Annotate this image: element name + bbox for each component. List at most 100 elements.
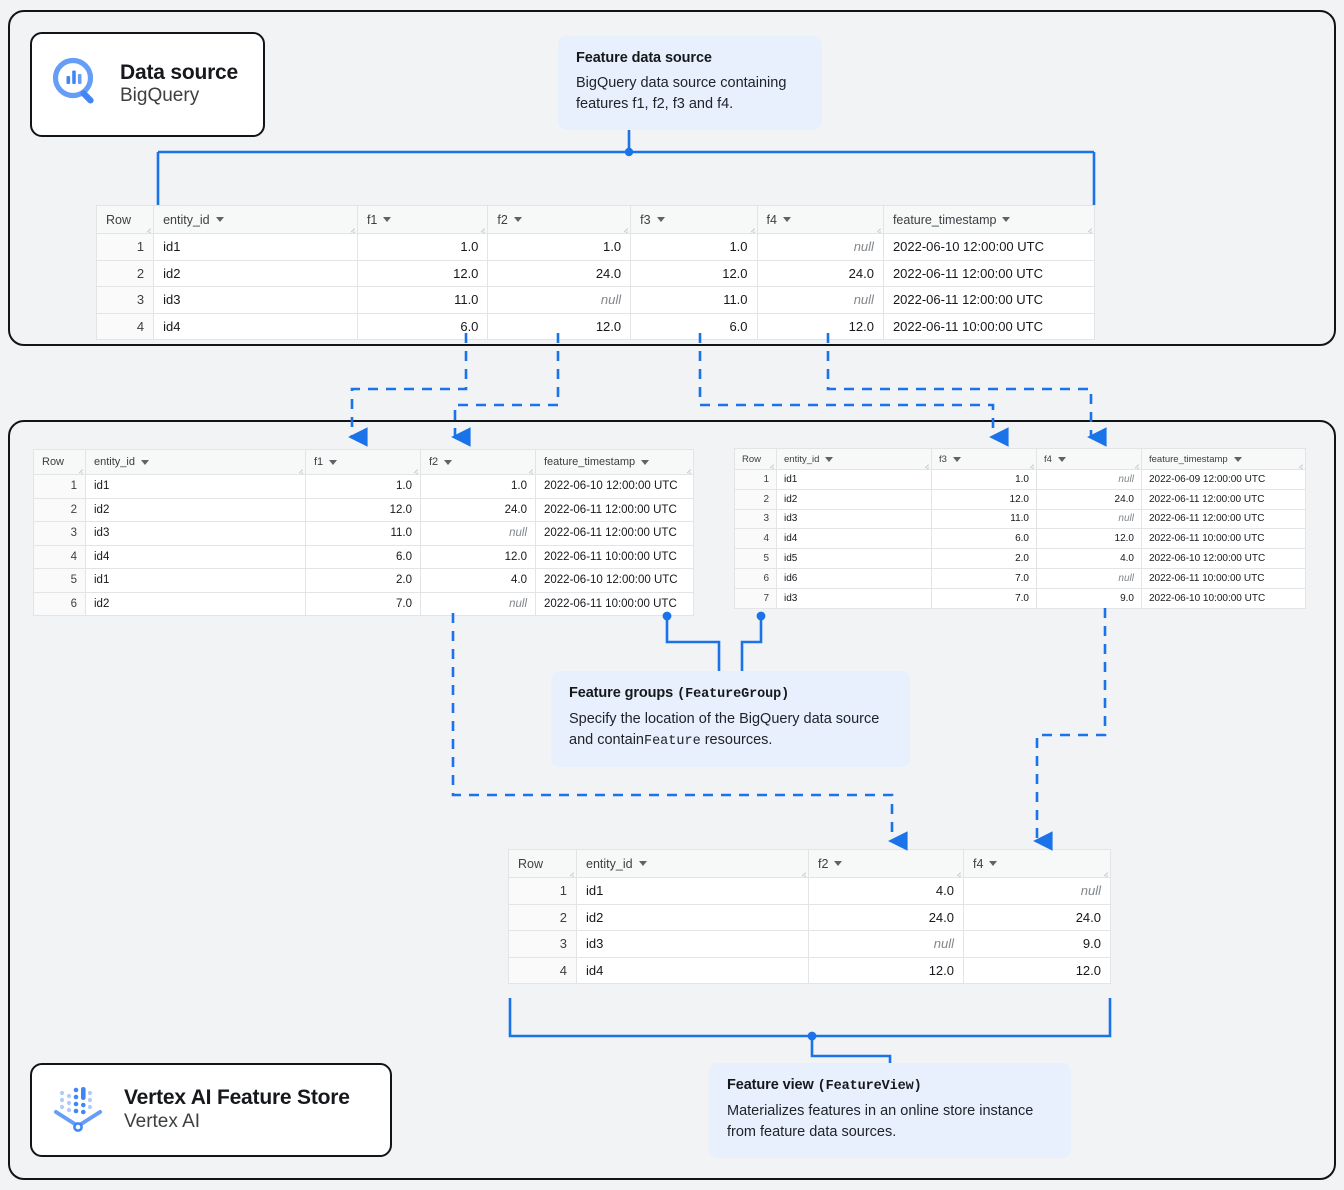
column-header-row[interactable]: Row <box>95 205 155 234</box>
cell-f4: null <box>756 286 884 314</box>
column-header-f2[interactable]: f2 <box>487 205 632 234</box>
column-resize-handle-icon[interactable] <box>746 223 755 233</box>
column-header-row[interactable]: Row <box>508 849 577 878</box>
chevron-down-icon[interactable] <box>989 861 998 866</box>
column-resize-handle-icon[interactable] <box>294 464 303 474</box>
cell-f1: 1.0 <box>356 233 489 261</box>
chevron-down-icon[interactable] <box>140 459 149 465</box>
column-header-f1[interactable]: f1 <box>305 449 421 475</box>
column-resize-handle-icon[interactable] <box>765 459 774 469</box>
column-header-label: f3 <box>939 453 947 465</box>
chevron-down-icon[interactable] <box>825 456 834 462</box>
column-header-entity_id[interactable]: entity_id <box>576 849 809 878</box>
column-header-entity_id[interactable]: entity_id <box>153 205 358 234</box>
chevron-down-icon[interactable] <box>656 217 665 222</box>
column-resize-handle-icon[interactable] <box>524 464 533 474</box>
cell-f4: 24.0 <box>1036 488 1142 510</box>
cell-f3: 2.0 <box>931 548 1037 569</box>
column-resize-handle-icon[interactable] <box>1083 223 1092 233</box>
column-header-f4[interactable]: f4 <box>963 849 1111 878</box>
chevron-down-icon[interactable] <box>1057 456 1066 462</box>
chevron-down-icon[interactable] <box>834 861 843 866</box>
column-resize-handle-icon[interactable] <box>1130 459 1139 469</box>
column-resize-handle-icon[interactable] <box>872 223 881 233</box>
column-header-feature_timestamp[interactable]: feature_timestamp <box>535 449 694 475</box>
column-header-f2[interactable]: f2 <box>420 449 536 475</box>
column-header-f4[interactable]: f4 <box>756 205 884 234</box>
chevron-down-icon[interactable] <box>638 861 647 866</box>
chevron-down-icon[interactable] <box>329 459 338 465</box>
cell-f4: 12.0 <box>963 956 1111 984</box>
cell-f2: null <box>808 930 964 958</box>
chevron-down-icon[interactable] <box>782 217 791 222</box>
column-resize-handle-icon[interactable] <box>346 223 355 233</box>
column-header-label: f2 <box>497 212 508 227</box>
column-header-row[interactable]: Row <box>734 448 777 470</box>
cell-row: 2 <box>33 497 86 522</box>
chevron-down-icon[interactable] <box>383 217 392 222</box>
column-resize-handle-icon[interactable] <box>619 223 629 233</box>
cell-feature_timestamp: 2022-06-10 12:00:00 UTC <box>535 474 694 499</box>
column-header-f1[interactable]: f1 <box>356 205 489 234</box>
null-value: null <box>509 527 527 540</box>
column-header-f3[interactable]: f3 <box>630 205 758 234</box>
column-resize-handle-icon[interactable] <box>1099 867 1108 877</box>
column-header-f4[interactable]: f4 <box>1036 448 1142 470</box>
chevron-down-icon[interactable] <box>952 456 961 462</box>
column-header-entity_id[interactable]: entity_id <box>776 448 932 470</box>
column-resize-handle-icon[interactable] <box>142 223 152 233</box>
cell-entity_id: id6 <box>776 567 932 589</box>
column-resize-handle-icon[interactable] <box>409 464 418 474</box>
column-header-feature_timestamp[interactable]: feature_timestamp <box>1141 448 1306 470</box>
column-resize-handle-icon[interactable] <box>797 867 806 877</box>
chevron-down-icon[interactable] <box>1002 217 1011 222</box>
chevron-down-icon[interactable] <box>215 217 224 222</box>
column-header-row[interactable]: Row <box>33 449 86 475</box>
column-resize-handle-icon[interactable] <box>952 867 961 877</box>
cell-entity_id: id1 <box>85 568 306 593</box>
column-resize-handle-icon[interactable] <box>920 459 929 469</box>
column-header-f3[interactable]: f3 <box>931 448 1037 470</box>
chevron-down-icon[interactable] <box>444 459 453 465</box>
column-resize-handle-icon[interactable] <box>1294 459 1303 469</box>
column-resize-handle-icon[interactable] <box>1025 459 1034 469</box>
column-header-f2[interactable]: f2 <box>808 849 964 878</box>
chevron-down-icon[interactable] <box>513 217 522 222</box>
column-header-feature_timestamp[interactable]: feature_timestamp <box>882 205 1096 234</box>
column-resize-handle-icon[interactable] <box>682 464 691 474</box>
chevron-down-icon[interactable] <box>641 459 650 465</box>
cell-f3: 7.0 <box>931 567 1037 589</box>
column-resize-handle-icon[interactable] <box>565 867 574 877</box>
column-resize-handle-icon[interactable] <box>476 223 486 233</box>
cell-f4: null <box>1036 567 1142 589</box>
column-header-entity_id[interactable]: entity_id <box>85 449 306 475</box>
cell-f2: 12.0 <box>808 956 964 984</box>
column-resize-handle-icon[interactable] <box>74 464 83 474</box>
chevron-down-icon[interactable] <box>1233 456 1242 462</box>
